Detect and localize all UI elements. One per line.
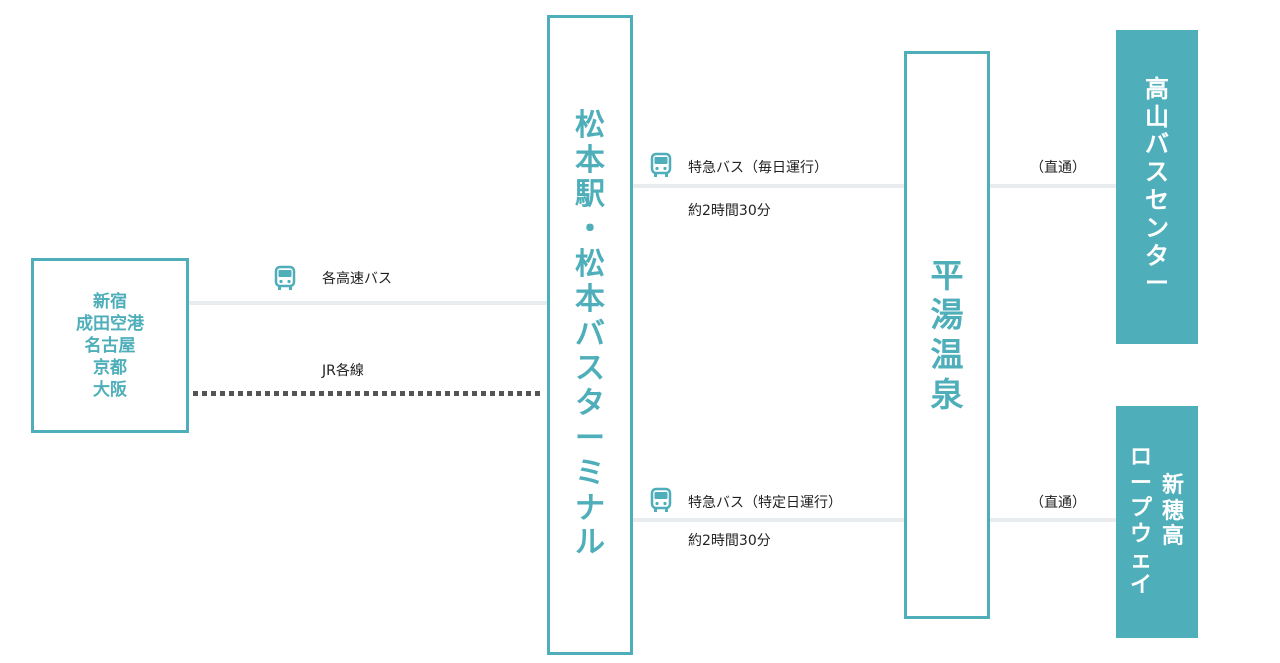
jr-lines-label: JR各線 bbox=[322, 363, 364, 379]
vertical-char: ス bbox=[575, 351, 605, 387]
bus-icon bbox=[650, 152, 672, 177]
hirayu-onsen-label: 平湯温泉 bbox=[931, 256, 964, 414]
origin-city-list: 新宿成田空港名古屋京都大阪 bbox=[76, 291, 144, 401]
vertical-char: 本 bbox=[575, 142, 605, 178]
origin-city: 新宿 bbox=[93, 291, 127, 312]
vertical-char: 高 bbox=[1145, 74, 1169, 103]
jr-lines-dotted-line bbox=[193, 391, 543, 396]
vertical-char: 駅 bbox=[575, 177, 605, 213]
vertical-char: 本 bbox=[575, 281, 605, 317]
matsumoto-terminal-box: 松本駅・松本バスターミナル bbox=[547, 15, 633, 655]
vertical-char: 松 bbox=[575, 107, 605, 143]
origin-city: 大阪 bbox=[93, 379, 127, 400]
ropeway-label: ロープウェイ bbox=[1130, 445, 1152, 598]
vertical-char: ー bbox=[1145, 269, 1169, 298]
express-daily-line bbox=[632, 184, 906, 188]
origin-city: 京都 bbox=[93, 357, 127, 378]
highway-bus-line bbox=[189, 301, 548, 305]
bus-icon bbox=[650, 487, 672, 512]
vertical-char: ル bbox=[575, 525, 605, 561]
takayama-bus-center-label: 高山バスセンター bbox=[1145, 74, 1169, 299]
vertical-char: タ bbox=[575, 386, 605, 422]
express-special-label: 特急バス（特定日運行） bbox=[688, 495, 842, 511]
highway-bus-label: 各高速バス bbox=[322, 271, 392, 287]
vertical-char: イ bbox=[1129, 573, 1152, 599]
vertical-char: ー bbox=[575, 420, 605, 456]
hirayu-onsen-box: 平湯温泉 bbox=[904, 51, 990, 619]
vertical-char: 松 bbox=[575, 247, 605, 282]
vertical-char: ナ bbox=[575, 490, 605, 526]
origin-cities-box: 新宿成田空港名古屋京都大阪 bbox=[31, 258, 189, 433]
vertical-char: バ bbox=[1145, 130, 1169, 159]
vertical-char: バ bbox=[575, 316, 605, 352]
vertical-char: ミ bbox=[575, 455, 605, 491]
shinhotaka-ropeway-box: 新穂高 ロープウェイ bbox=[1116, 406, 1198, 638]
express-special-line bbox=[632, 518, 906, 522]
vertical-char: ロ bbox=[1129, 445, 1152, 471]
direct-label-shinhotaka: （直通） bbox=[1030, 495, 1086, 511]
vertical-char: 泉 bbox=[930, 374, 964, 414]
vertical-char: ェ bbox=[1129, 547, 1152, 573]
vertical-char: ー bbox=[1129, 470, 1152, 496]
vertical-char: ン bbox=[1145, 213, 1169, 242]
bus-icon bbox=[274, 265, 296, 290]
express-special-time-label: 約2時間30分 bbox=[688, 533, 771, 549]
vertical-char: 湯 bbox=[930, 295, 964, 335]
express-daily-label: 特急バス（毎日運行） bbox=[688, 160, 828, 176]
vertical-char: 山 bbox=[1145, 102, 1169, 131]
origin-city: 名古屋 bbox=[84, 335, 136, 356]
takayama-bus-center-box: 高山バスセンター bbox=[1116, 30, 1198, 344]
direct-line-takayama bbox=[989, 184, 1116, 188]
vertical-char: タ bbox=[1145, 241, 1169, 270]
direct-line-shinhotaka bbox=[989, 518, 1116, 522]
vertical-char: ウ bbox=[1129, 522, 1152, 547]
vertical-char: 温 bbox=[930, 335, 964, 374]
vertical-char: ス bbox=[1145, 158, 1169, 187]
vertical-char: ・ bbox=[575, 212, 605, 248]
direct-label-takayama: （直通） bbox=[1030, 160, 1086, 176]
vertical-char: プ bbox=[1129, 496, 1152, 522]
express-daily-time-label: 約2時間30分 bbox=[688, 203, 771, 219]
origin-city: 成田空港 bbox=[76, 313, 144, 334]
vertical-char: 穂 bbox=[1162, 498, 1185, 524]
vertical-char: 平 bbox=[930, 255, 964, 295]
vertical-char: 高 bbox=[1162, 524, 1185, 550]
shinhotaka-label: 新穂高 bbox=[1162, 473, 1184, 598]
vertical-char: セ bbox=[1145, 186, 1169, 214]
matsumoto-terminal-label: 松本駅・松本バスターミナル bbox=[575, 107, 605, 561]
vertical-char: 新 bbox=[1162, 473, 1185, 499]
